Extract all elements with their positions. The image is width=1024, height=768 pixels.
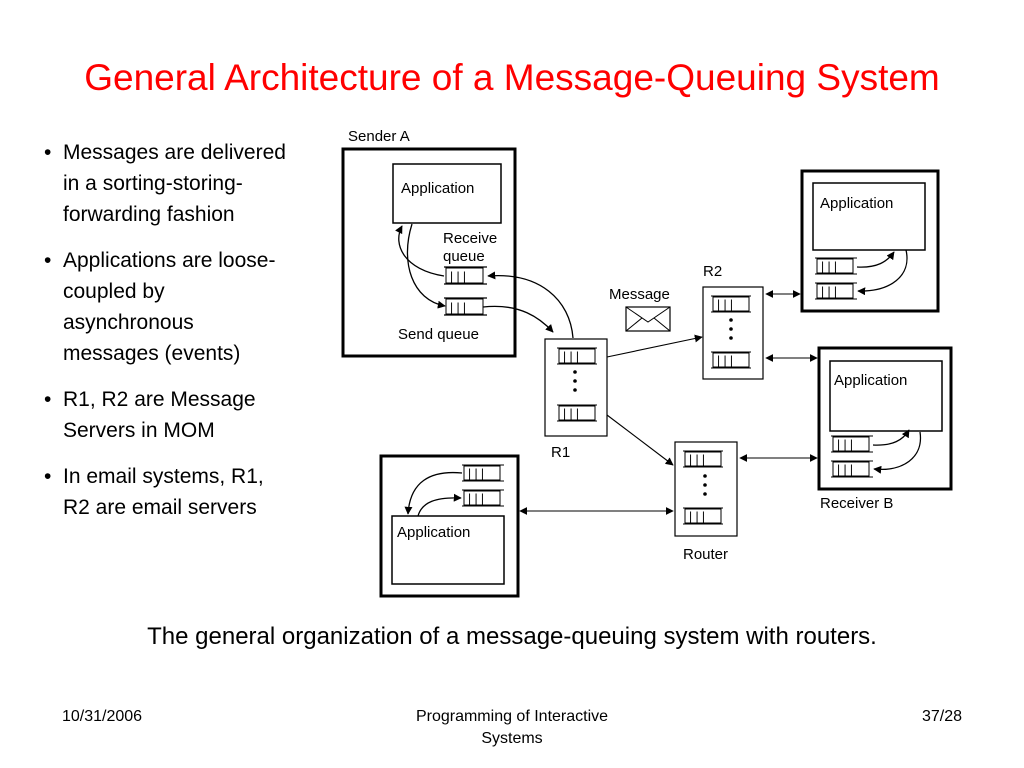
envelope-icon	[625, 306, 671, 332]
r2-label: R2	[703, 263, 722, 280]
r1-server: | | | | | |	[544, 338, 608, 437]
queue-slots: | | |	[563, 406, 579, 420]
top-right-application-label: Application	[820, 195, 893, 212]
bullet-dot: •	[44, 388, 52, 411]
bottom-left-queue: | | | | | |	[462, 464, 504, 507]
footer-course-line1: Programming of Interactive	[415, 708, 609, 725]
sender-a-receive-queue: | | |	[444, 266, 487, 285]
receiver-b-application-box	[829, 360, 943, 432]
receiver-b-app-to-queue-arrow	[873, 431, 922, 474]
queue-slots: | | |	[837, 437, 853, 451]
app-to-send-queue-arrow	[406, 223, 446, 309]
receiver-b-queue: | | | | | |	[831, 435, 873, 478]
queue-slots: | | |	[821, 259, 837, 273]
r1-label: R1	[551, 444, 570, 461]
sender-a-box	[341, 147, 517, 358]
footer-course-line2: Systems	[481, 730, 543, 747]
footer-page-number: 37/28	[921, 708, 962, 725]
r1-to-r2-arrow	[606, 334, 703, 358]
queue-slots: | | |	[450, 300, 466, 314]
bottom-left-app-to-queue-arrow	[417, 493, 462, 517]
queue-slots: | | |	[717, 353, 733, 367]
bullet-text: Messages are delivered in a sorting-stor…	[63, 141, 286, 226]
r1-to-receive-queue-arrow	[487, 271, 574, 339]
top-right-application-box	[812, 182, 926, 251]
figure-caption: The general organization of a message-qu…	[147, 623, 877, 650]
bullet-text: R1, R2 are Message Servers in MOM	[63, 388, 256, 442]
sender-a-send-queue: | | |	[444, 297, 487, 316]
r1-to-router-arrow	[606, 414, 674, 466]
top-right-queue: | | | | | |	[815, 257, 857, 300]
top-right-app-to-queue-arrow	[857, 249, 908, 296]
receive-queue-to-app-arrow	[395, 225, 445, 277]
r2-server: | | | | | |	[702, 286, 764, 380]
bullet-item: • Applications are loose-coupled by async…	[44, 245, 294, 369]
send-queue-to-r1-arrow	[482, 305, 554, 333]
sender-a-label: Sender A	[348, 128, 410, 145]
bottom-left-queue-to-app-arrow	[404, 471, 463, 515]
router-label: Router	[683, 546, 728, 563]
send-queue-label: Send queue	[398, 326, 479, 343]
top-right-app-box	[800, 169, 940, 313]
queue-slots: | | |	[689, 509, 705, 523]
queue-slots: | | |	[717, 297, 733, 311]
bottom-left-application-label: Application	[397, 524, 470, 541]
receiver-b-label: Receiver B	[820, 495, 893, 512]
bullet-item: • In email systems, R1, R2 are email serv…	[44, 461, 294, 523]
receiver-b-application-label: Application	[834, 372, 907, 389]
bottom-left-application-box	[391, 515, 505, 585]
slide-title: General Architecture of a Message-Queuin…	[84, 57, 940, 98]
bottom-left-app-box	[379, 454, 520, 598]
queue-slots: | | |	[563, 349, 579, 363]
bullet-text: In email systems, R1, R2 are email serve…	[63, 465, 264, 519]
queue-slots: | | |	[468, 466, 484, 480]
queue-slots: | | |	[450, 269, 466, 283]
bullet-text: Applications are loose-coupled by asynch…	[63, 249, 276, 365]
sender-a-application-label: Application	[401, 180, 474, 197]
queue-slots: | | |	[468, 491, 484, 505]
bullet-list: • Messages are delivered in a sorting-sto…	[44, 137, 294, 538]
top-right-queue-to-app-arrow	[856, 251, 895, 268]
router-server: | | | | | |	[674, 441, 738, 537]
bullet-item: • R1, R2 are Message Servers in MOM	[44, 384, 294, 446]
bullet-dot: •	[44, 141, 52, 164]
queue-slots: | | |	[689, 452, 705, 466]
queue-slots: | | |	[837, 462, 853, 476]
receive-queue-label-line2: queue	[443, 248, 485, 265]
sender-a-application-box	[392, 163, 502, 224]
message-label: Message	[609, 286, 670, 303]
receiver-b-queue-to-app-arrow	[872, 429, 910, 446]
queue-slots: | | |	[821, 284, 837, 298]
bullet-dot: •	[44, 465, 52, 488]
receiver-b-box	[817, 346, 953, 491]
footer-course: Programming of Interactive Systems	[382, 706, 642, 750]
bullet-item: • Messages are delivered in a sorting-sto…	[44, 137, 294, 230]
receive-queue-label: Receive	[443, 230, 497, 247]
bullet-dot: •	[44, 249, 52, 272]
footer-date: 10/31/2006	[62, 708, 143, 725]
